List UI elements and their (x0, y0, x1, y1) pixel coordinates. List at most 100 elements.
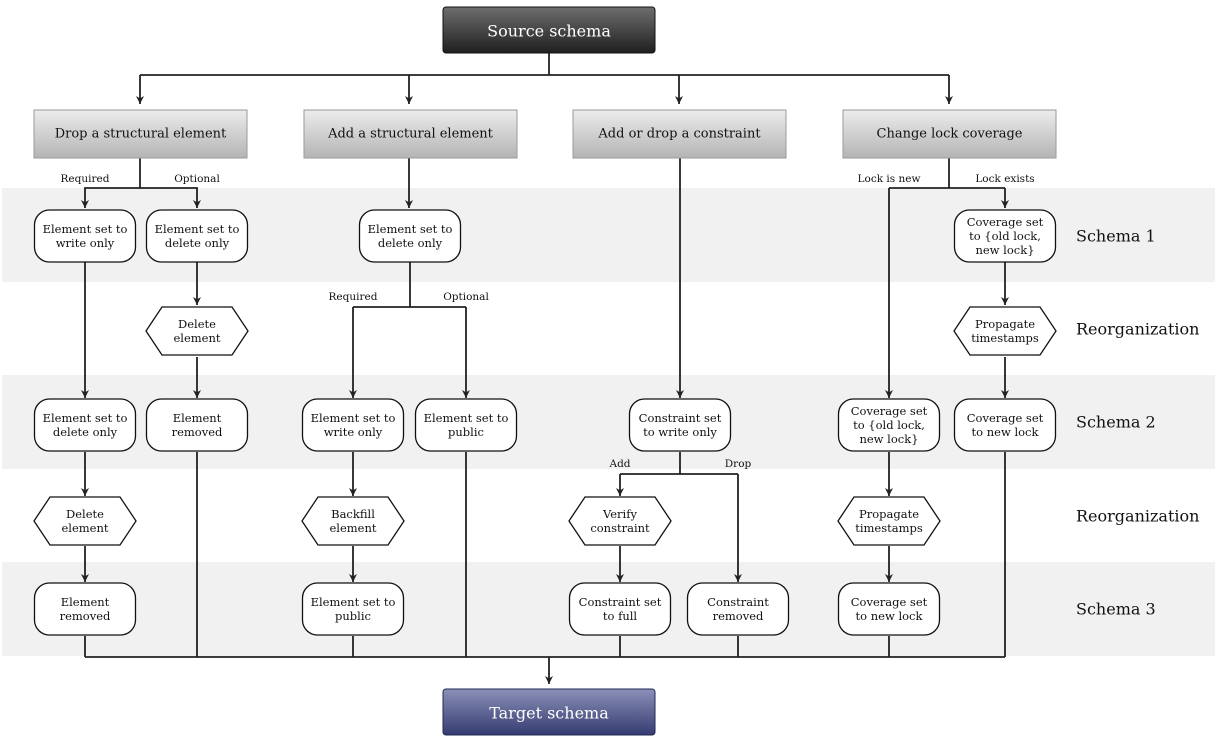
node-text-line: delete only (53, 425, 118, 439)
node-text-line: Constraint set (639, 411, 722, 425)
state-box (33, 398, 137, 452)
state-box (837, 582, 941, 636)
state-box (953, 209, 1057, 263)
node-text-line: Propagate (975, 317, 1035, 331)
row-label-schema-1: Schema 1 (1076, 227, 1156, 246)
node-text-line: to write only (643, 425, 717, 439)
node-text-line: removed (172, 425, 223, 439)
row-label-reorganization-1: Reorganization (1076, 320, 1199, 339)
node-text-line: timestamps (855, 521, 923, 535)
category-drop-label: Drop a structural element (55, 127, 227, 142)
node-text-line: public (448, 425, 484, 439)
state-box (358, 209, 462, 263)
edge-drop-required (81, 158, 141, 208)
node-text-line: to {old lock, (969, 229, 1041, 243)
node-text-line: constraint (590, 521, 650, 535)
label-add-required: Required (329, 291, 378, 303)
row-label-reorganization-2: Reorganization (1076, 507, 1199, 526)
node-text-line: Constraint (707, 595, 769, 609)
state-box (686, 582, 790, 636)
state-box (414, 398, 518, 452)
node-text-line: element (173, 331, 220, 345)
category-constraint-label: Add or drop a constraint (597, 127, 761, 142)
label-add-optional: Optional (443, 291, 489, 303)
label-constraint-drop: Drop (725, 458, 752, 470)
node-text-line: Coverage set (851, 595, 928, 609)
category-add-label: Add a structural element (327, 127, 494, 142)
node-text-line: Delete (178, 317, 216, 331)
node-text-line: Constraint set (579, 595, 662, 609)
source-schema-label: Source schema (487, 22, 611, 41)
state-box (33, 582, 137, 636)
category-lock-coverage: Change lock coverage (842, 109, 1057, 159)
node-text-line: Element set to (368, 222, 453, 236)
node-text-line: Element set to (311, 411, 396, 425)
process-hexagon (33, 496, 137, 546)
node-text-line: element (329, 521, 376, 535)
node-text-line: Element set to (155, 222, 240, 236)
node-text-line: Delete (66, 507, 104, 521)
node-text-line: Backfill (331, 507, 375, 521)
node-text-line: Element set to (43, 222, 128, 236)
process-hexagon (953, 306, 1057, 356)
node-text-line: new lock} (859, 432, 918, 446)
node-text-line: to full (603, 609, 638, 623)
process-hexagon (301, 496, 405, 546)
node-text-line: new lock} (975, 243, 1034, 257)
source-schema-node: Source schema (442, 6, 656, 54)
node-text-line: Element set to (424, 411, 509, 425)
connector-lines (81, 53, 1009, 684)
node-text-line: Element (173, 411, 222, 425)
state-box (145, 398, 249, 452)
category-drop-structural: Drop a structural element (33, 109, 248, 159)
node-text-line: delete only (378, 236, 443, 250)
node-text-line: Element set to (311, 595, 396, 609)
label-constraint-add: Add (608, 458, 630, 470)
state-box (33, 209, 137, 263)
state-box (628, 398, 732, 452)
node-text-line: delete only (165, 236, 230, 250)
state-box (568, 582, 672, 636)
node-text-line: Propagate (859, 507, 919, 521)
node-text-line: write only (324, 425, 383, 439)
label-drop-required: Required (61, 173, 110, 185)
node-text-line: removed (60, 609, 111, 623)
label-lock-exists: Lock exists (975, 173, 1034, 185)
node-text-line: Coverage set (851, 404, 928, 418)
state-box (145, 209, 249, 263)
node-text-line: to new lock (856, 609, 924, 623)
target-schema-label: Target schema (489, 704, 609, 723)
row-labels: Schema 1 Reorganization Schema 2 Reorgan… (1076, 227, 1199, 619)
state-box (301, 582, 405, 636)
node-text-line: timestamps (971, 331, 1039, 345)
node-text-line: write only (56, 236, 115, 250)
state-box (837, 398, 941, 452)
branch-labels: Required Optional Required Optional Add … (61, 173, 1035, 470)
node-text-line: removed (713, 609, 764, 623)
category-lock-label: Change lock coverage (877, 127, 1023, 142)
node-text-line: to {old lock, (853, 418, 925, 432)
row-label-schema-2: Schema 2 (1076, 413, 1156, 432)
node-text-line: element (61, 521, 108, 535)
